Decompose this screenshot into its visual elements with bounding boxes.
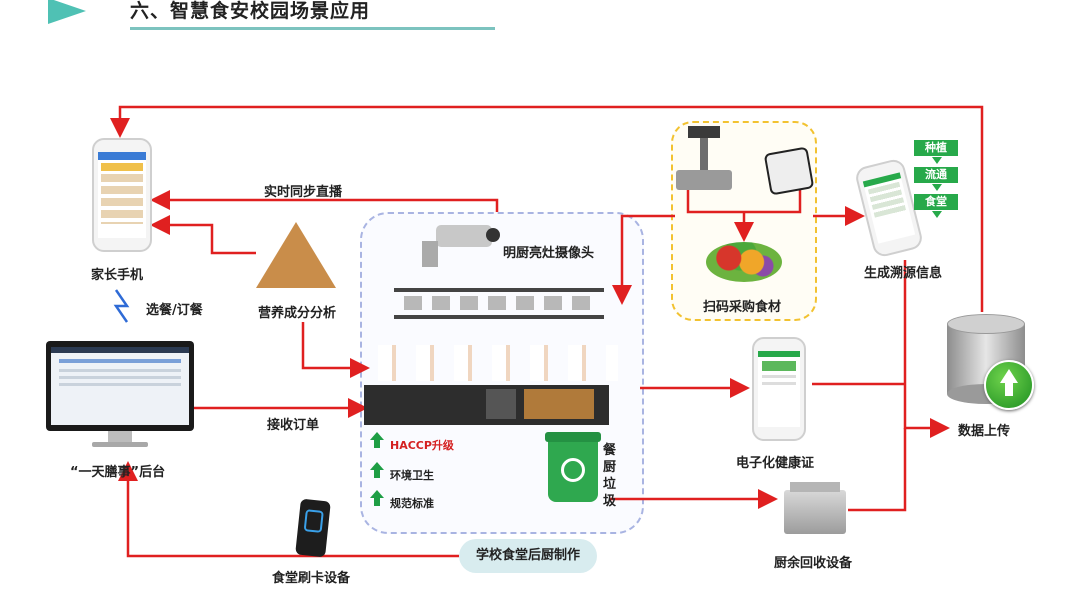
trace-step-plant: 种植 bbox=[914, 140, 958, 156]
trace-step-canteen: 食堂 bbox=[914, 194, 958, 210]
card-reader-icon bbox=[295, 498, 331, 558]
receive-order-label: 接收订单 bbox=[267, 418, 320, 433]
monitor-stand bbox=[108, 431, 132, 443]
feature-haccp bbox=[370, 432, 384, 448]
header-triangle-icon bbox=[48, 0, 86, 24]
arrow-purchase-to-kitchen bbox=[612, 214, 675, 305]
scan-purchase-label: 扫码采购食材 bbox=[703, 300, 782, 315]
trace-arrow-icon bbox=[932, 184, 942, 191]
green-up-arrow-icon bbox=[370, 490, 384, 498]
arrow-nutrition-to-kitchen bbox=[301, 322, 370, 378]
trace-step-circulation: 流通 bbox=[914, 167, 958, 183]
feature-hygiene-label: 环境卫生 bbox=[390, 469, 434, 482]
kitchen-shelf-top bbox=[394, 288, 604, 292]
trace-arrow-icon bbox=[932, 211, 942, 218]
vegetables-image bbox=[706, 242, 782, 282]
feature-standard-label: 规范标准 bbox=[390, 497, 434, 510]
nutrition-label: 营养成分分析 bbox=[258, 306, 337, 321]
arrow-waste-device-to-upload bbox=[848, 428, 907, 512]
arrow-select-order bbox=[113, 289, 130, 323]
kitchen-caption: 学校食堂后厨制作 bbox=[459, 539, 597, 573]
upload-arrow-icon bbox=[984, 360, 1034, 410]
arrow-live-sync bbox=[150, 190, 499, 212]
camera-icon bbox=[422, 225, 500, 267]
recycle-bin-icon bbox=[545, 432, 601, 502]
data-upload-label: 数据上传 bbox=[958, 424, 1011, 439]
green-up-arrow-icon bbox=[370, 462, 384, 470]
feature-haccp-label: HACCP升级 bbox=[390, 439, 454, 452]
weighing-scale-icon bbox=[676, 126, 732, 190]
nutrition-pyramid-image bbox=[256, 222, 336, 288]
monitor-base bbox=[92, 442, 148, 447]
card-device-label: 食堂刷卡设备 bbox=[272, 571, 351, 586]
backend-monitor-image bbox=[46, 341, 194, 431]
health-cert-label: 电子化健康证 bbox=[736, 456, 815, 471]
kitchen-counter bbox=[364, 385, 609, 425]
arrow-trace-to-upload bbox=[903, 260, 950, 438]
arrow-db-to-phone bbox=[110, 105, 984, 312]
kitchen-waste-label: 餐厨垃圾 bbox=[603, 443, 617, 509]
parent-phone-image bbox=[92, 138, 152, 252]
arrow-nutrition-to-phone bbox=[150, 215, 256, 255]
waste-device-image bbox=[784, 482, 846, 534]
trace-arrow-icon bbox=[932, 157, 942, 164]
feature-hygiene bbox=[370, 462, 384, 478]
kitchen-shelf-mid bbox=[394, 315, 604, 319]
feature-standard bbox=[370, 490, 384, 506]
arrow-card-to-backend bbox=[118, 461, 459, 558]
waste-device-label: 厨余回收设备 bbox=[774, 556, 853, 571]
receipt-printer-icon bbox=[763, 146, 815, 196]
select-order-label: 选餐/订餐 bbox=[146, 303, 203, 318]
green-up-arrow-icon bbox=[370, 432, 384, 440]
health-cert-phone-image bbox=[752, 337, 806, 441]
kitchen-chefs bbox=[378, 345, 618, 381]
live-sync-label: 实时同步直播 bbox=[264, 185, 343, 200]
trace-info-label: 生成溯源信息 bbox=[864, 266, 943, 281]
kitchen-pots bbox=[404, 296, 594, 310]
title-underline bbox=[130, 27, 495, 30]
camera-label: 明厨亮灶摄像头 bbox=[503, 246, 595, 261]
backend-label: “一天膳事”后台 bbox=[70, 465, 166, 480]
page-title: 六、智慧食安校园场景应用 bbox=[130, 0, 371, 22]
parent-phone-label: 家长手机 bbox=[91, 268, 144, 283]
